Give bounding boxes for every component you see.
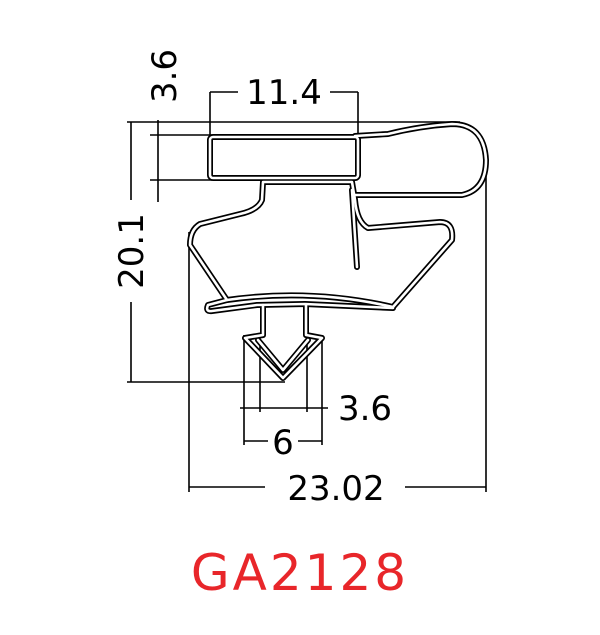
label-overall-height: 20.1 (112, 213, 152, 289)
label-overall-width: 23.02 (287, 469, 384, 509)
gasket-profile (187, 121, 489, 381)
dimension-lines (127, 91, 487, 492)
label-dart-base-width: 6 (272, 423, 294, 463)
part-code: GA2128 (191, 544, 409, 602)
label-dart-width: 3.6 (338, 389, 392, 429)
label-top-height: 3.6 (145, 49, 185, 103)
label-top-width: 11.4 (246, 73, 322, 113)
